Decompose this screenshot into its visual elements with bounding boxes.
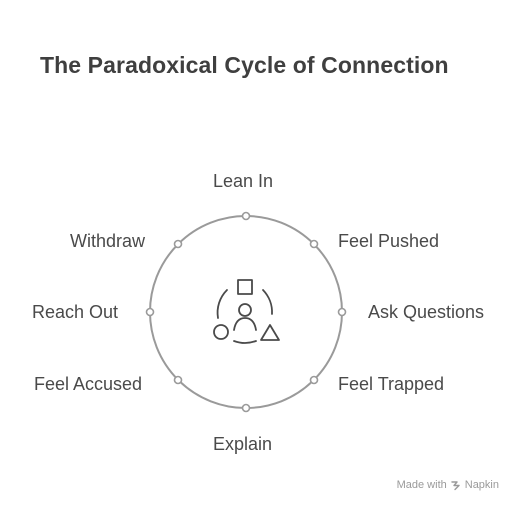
node-lean-in (241, 211, 251, 221)
stage-label-ask-questions: Ask Questions (368, 302, 485, 322)
node-feel-accused (173, 375, 183, 385)
node-feel-pushed (309, 239, 319, 249)
node-explain (241, 403, 251, 413)
stage-label-lean-in: Lean In (213, 171, 274, 191)
watermark-prefix: Made with (396, 479, 447, 491)
made-with-napkin-watermark: Made with Napkin (397, 479, 499, 491)
stage-label-reach-out: Reach Out (32, 302, 119, 322)
node-withdraw (173, 239, 183, 249)
node-ask-questions (337, 307, 347, 317)
stage-label-withdraw: Withdraw (70, 231, 146, 251)
node-reach-out (145, 307, 155, 317)
stage-label-feel-accused: Feel Accused (34, 374, 143, 394)
stage-label-feel-pushed: Feel Pushed (338, 231, 440, 251)
stage-label-explain: Explain (213, 434, 273, 454)
watermark-brand: Napkin (464, 479, 499, 491)
stage-label-feel-trapped: Feel Trapped (338, 374, 445, 394)
napkin-logo-icon (451, 480, 460, 490)
node-feel-trapped (309, 375, 319, 385)
diagram-title: The Paradoxical Cycle of Connection (40, 52, 449, 78)
people-shapes-cycle-icon (213, 279, 280, 344)
